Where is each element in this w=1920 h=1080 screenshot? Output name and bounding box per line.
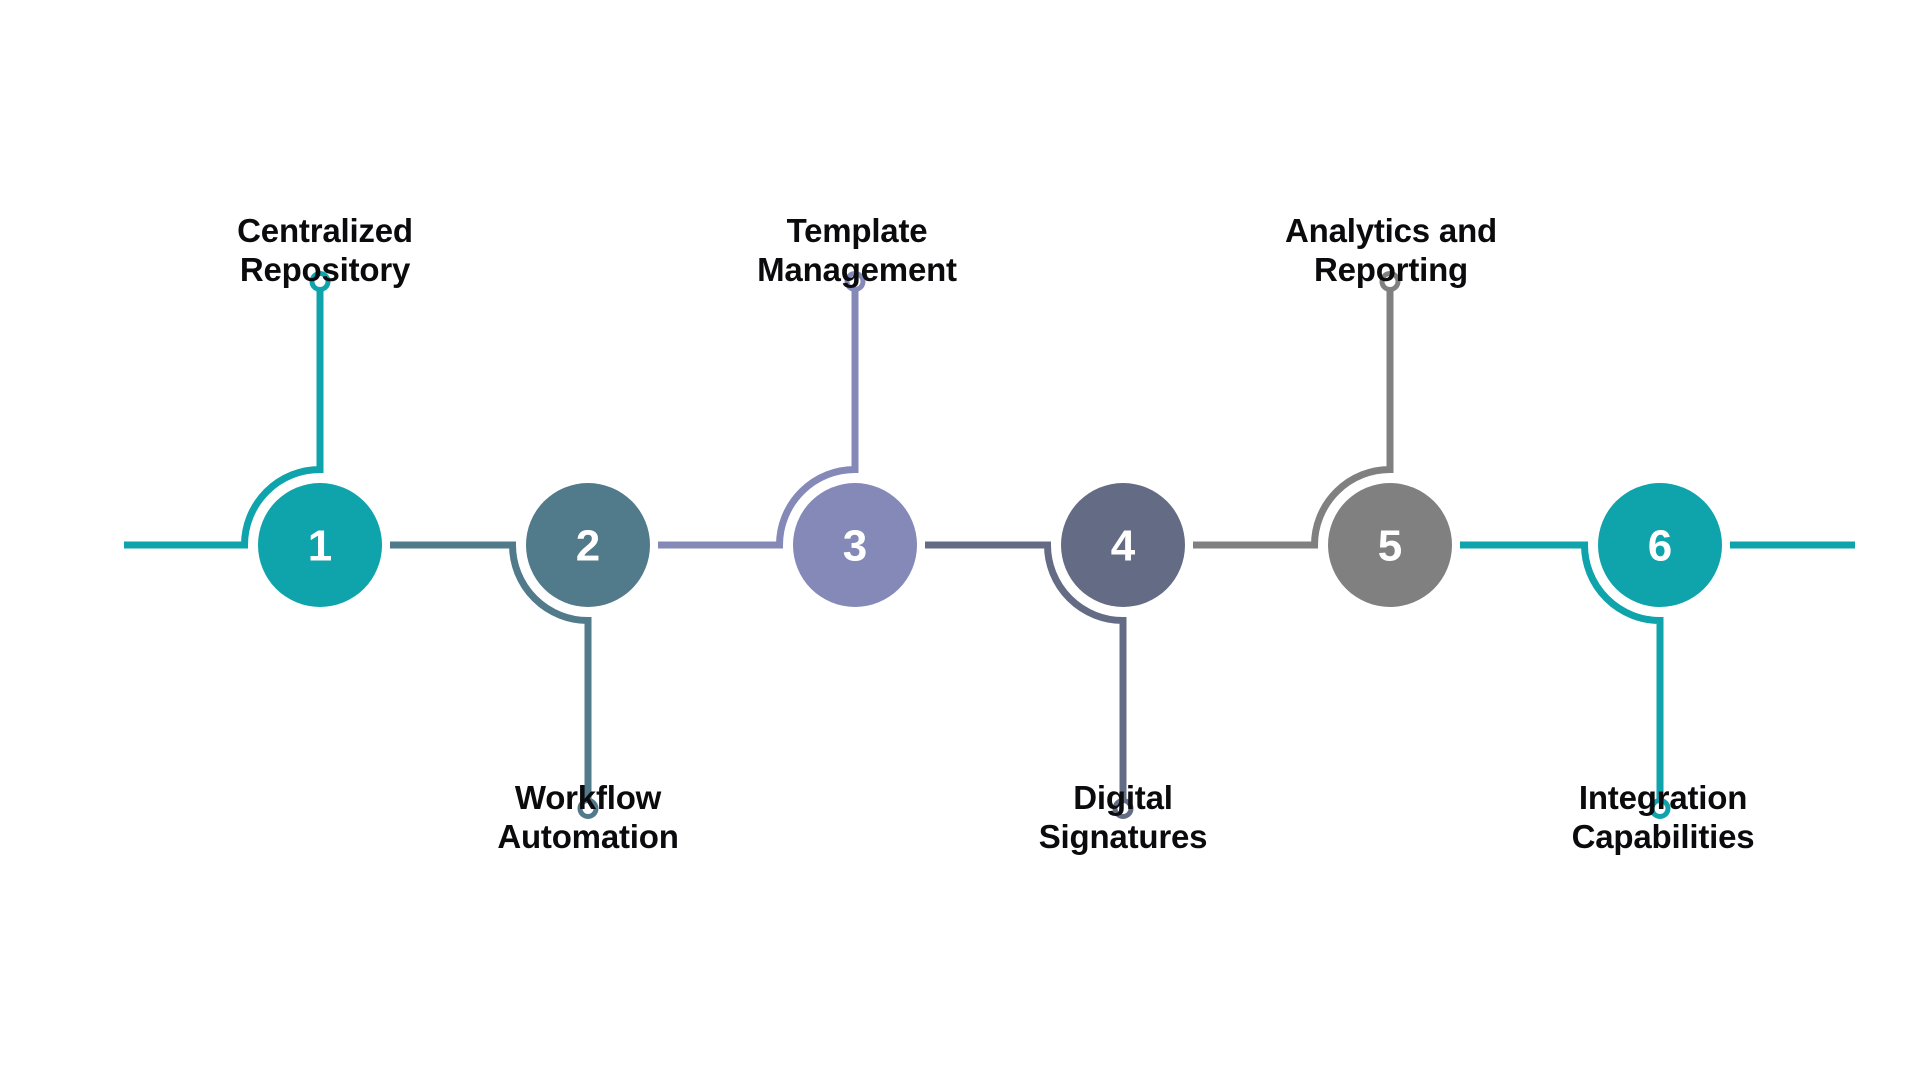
connector-path-5 xyxy=(1193,289,1394,549)
connector-path-3 xyxy=(658,289,859,549)
node-group: 1 2 3 4 5 6 xyxy=(258,483,1722,607)
step-label-2: Workflow Automation xyxy=(497,779,679,855)
connector-path-4 xyxy=(925,541,1127,801)
connector-endpoint-ring-5 xyxy=(1379,271,1401,292)
step-label-5: Analytics and Reporting xyxy=(1285,212,1497,288)
connector-path-1 xyxy=(124,289,324,549)
step-number-4: 4 xyxy=(1111,522,1136,571)
connector-endpoint-ring-6 xyxy=(1649,798,1671,819)
connector-endpoint-ring-3 xyxy=(844,271,866,292)
step-node-2[interactable] xyxy=(526,483,650,607)
step-number-3: 3 xyxy=(843,522,867,571)
step-node-5[interactable] xyxy=(1328,483,1452,607)
connector-group xyxy=(124,271,1855,819)
step-number-2: 2 xyxy=(576,522,600,571)
step-label-3: Template Management xyxy=(757,212,957,288)
step-label-6: Integration Capabilities xyxy=(1571,779,1755,855)
step-number-5: 5 xyxy=(1378,522,1402,571)
step-number-6: 6 xyxy=(1648,522,1672,571)
connector-path-6 xyxy=(1460,541,1664,801)
step-node-1[interactable] xyxy=(258,483,382,607)
connector-endpoint-ring-1 xyxy=(309,271,331,292)
step-node-3[interactable] xyxy=(793,483,917,607)
step-label-4: Digital Signatures xyxy=(1038,779,1208,855)
step-node-6[interactable] xyxy=(1598,483,1722,607)
connector-path-2 xyxy=(390,541,592,801)
step-node-4[interactable] xyxy=(1061,483,1185,607)
step-label-1: Centralized Repository xyxy=(237,212,413,288)
connector-endpoint-ring-2 xyxy=(577,798,599,819)
step-number-1: 1 xyxy=(308,522,332,571)
connector-endpoint-ring-4 xyxy=(1112,798,1134,819)
